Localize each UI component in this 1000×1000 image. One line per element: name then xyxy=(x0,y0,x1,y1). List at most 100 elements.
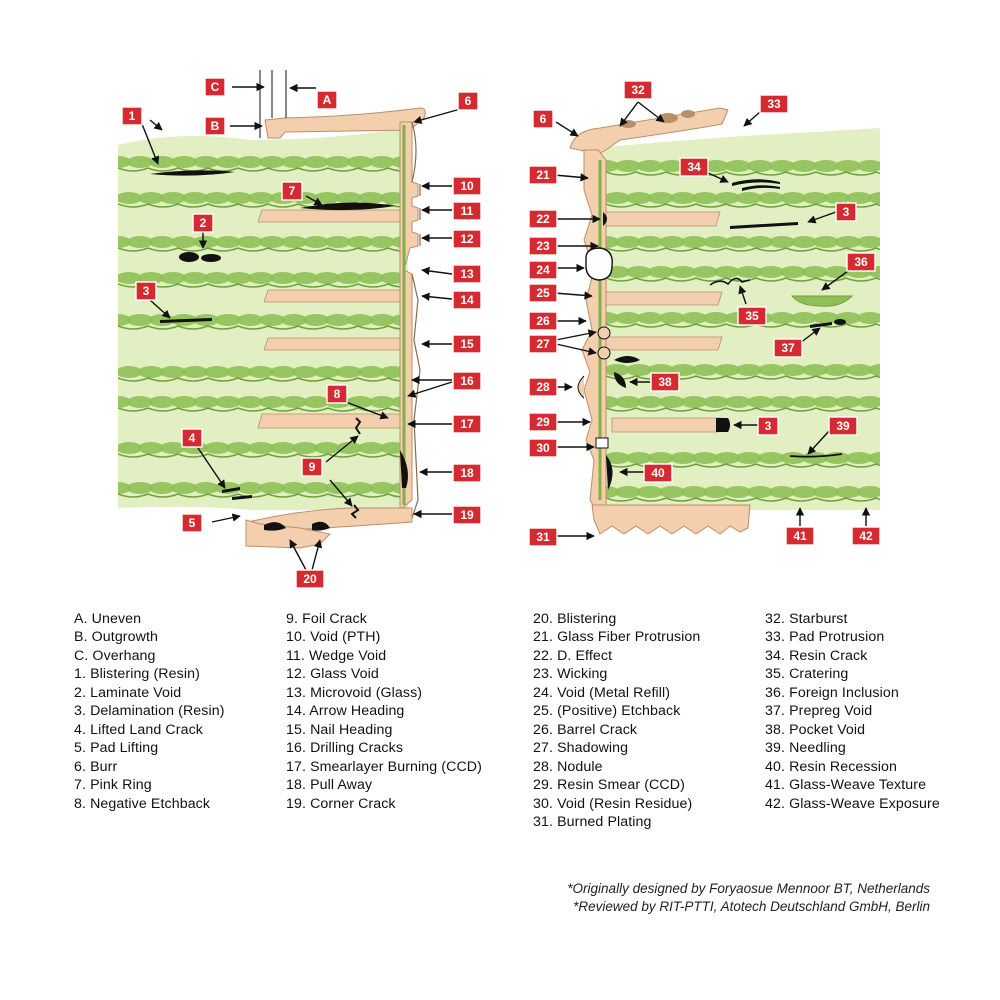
svg-text:26: 26 xyxy=(536,314,550,328)
tag-6-right: 6 xyxy=(533,110,553,128)
glass-fiber-bundle xyxy=(868,192,894,204)
metal-refill-void xyxy=(586,248,612,280)
tag-C: C xyxy=(205,78,225,96)
legend-item: B. Outgrowth xyxy=(74,628,225,646)
barrel-outer-wall xyxy=(412,122,420,518)
tag-31: 31 xyxy=(529,528,557,546)
legend-item: 23. Wicking xyxy=(533,665,700,683)
tag-26: 26 xyxy=(529,312,557,330)
legend-item: 22. D. Effect xyxy=(533,647,700,665)
tag-5: 5 xyxy=(182,514,202,532)
legend-item: 17. Smearlayer Burning (CCD) xyxy=(286,758,482,776)
glass-fiber-bundle xyxy=(857,312,883,324)
svg-text:3: 3 xyxy=(843,205,850,219)
tag-18: 18 xyxy=(453,464,481,482)
svg-text:35: 35 xyxy=(745,309,759,323)
svg-text:38: 38 xyxy=(658,375,672,389)
legend-item: 24. Void (Metal Refill) xyxy=(533,684,700,702)
tag-36: 36 xyxy=(847,253,875,271)
tag-14: 14 xyxy=(453,291,481,309)
legend-item: 42. Glass-Weave Exposure xyxy=(765,795,940,813)
tag-13: 13 xyxy=(453,265,481,283)
svg-text:8: 8 xyxy=(334,387,341,401)
legend-item: 41. Glass-Weave Texture xyxy=(765,776,940,794)
tag-25: 25 xyxy=(529,284,557,302)
legend-item: 34. Resin Crack xyxy=(765,647,940,665)
credit-line-2: *Reviewed by RIT-PTTI, Atotech Deutschla… xyxy=(480,898,930,916)
legend-item: 28. Nodule xyxy=(533,758,700,776)
tag-29: 29 xyxy=(529,413,557,431)
tag-8: 8 xyxy=(327,385,347,403)
legend-column-2: 9. Foil Crack 10. Void (PTH) 11. Wedge V… xyxy=(286,610,482,813)
shadowing-1 xyxy=(598,327,610,339)
svg-text:16: 16 xyxy=(460,374,474,388)
legend-item: 15. Nail Heading xyxy=(286,721,482,739)
tag-40: 40 xyxy=(644,464,672,482)
svg-text:41: 41 xyxy=(793,529,807,543)
legend-item: 13. Microvoid (Glass) xyxy=(286,684,482,702)
svg-text:21: 21 xyxy=(536,168,550,182)
legend-item: 33. Pad Protrusion xyxy=(765,628,940,646)
pcb-defect-diagram: 1 2 3 4 5 6 7 8 9 10 11 12 13 14 15 16 1… xyxy=(0,0,1000,600)
tag-39: 39 xyxy=(829,417,857,435)
svg-text:2: 2 xyxy=(200,216,207,230)
legend-item: 29. Resin Smear (CCD) xyxy=(533,776,700,794)
tag-28: 28 xyxy=(529,378,557,396)
tag-4: 4 xyxy=(182,429,202,447)
svg-text:29: 29 xyxy=(536,415,550,429)
tag-24: 24 xyxy=(529,261,557,279)
shadowing-2 xyxy=(598,347,610,359)
legend-item: 36. Foreign Inclusion xyxy=(765,684,940,702)
svg-text:A: A xyxy=(323,93,332,107)
svg-text:42: 42 xyxy=(859,529,873,543)
tag-2: 2 xyxy=(193,214,213,232)
svg-text:5: 5 xyxy=(189,516,196,530)
tag-20: 20 xyxy=(296,570,324,588)
legend-item: 30. Void (Resin Residue) xyxy=(533,795,700,813)
glass-fiber-bundle xyxy=(857,160,883,172)
svg-text:24: 24 xyxy=(536,263,550,277)
credit-line-1: *Originally designed by Foryaosue Mennoo… xyxy=(480,880,930,898)
legend-item: 9. Foil Crack xyxy=(286,610,482,628)
tag-17: 17 xyxy=(453,415,481,433)
tag-33: 33 xyxy=(760,95,788,113)
svg-text:36: 36 xyxy=(854,255,868,269)
svg-text:28: 28 xyxy=(536,380,550,394)
svg-text:15: 15 xyxy=(460,337,474,351)
svg-text:19: 19 xyxy=(460,508,474,522)
tag-3-right-b: 3 xyxy=(758,417,778,435)
svg-text:39: 39 xyxy=(836,419,850,433)
svg-text:30: 30 xyxy=(536,441,550,455)
tag-3-right-a: 3 xyxy=(836,203,856,221)
svg-text:31: 31 xyxy=(536,530,550,544)
legend-item: 20. Blistering xyxy=(533,610,700,628)
tag-12: 12 xyxy=(453,230,481,248)
legend-column-1: A. Uneven B. Outgrowth C. Overhang 1. Bl… xyxy=(74,610,225,813)
svg-text:3: 3 xyxy=(765,419,772,433)
svg-text:33: 33 xyxy=(767,97,781,111)
svg-text:4: 4 xyxy=(189,431,196,445)
legend-item: 12. Glass Void xyxy=(286,665,482,683)
tag-10: 10 xyxy=(453,177,481,195)
tag-11: 11 xyxy=(453,202,481,220)
glass-fiber-bundle xyxy=(857,396,883,408)
legend-item: 8. Negative Etchback xyxy=(74,795,225,813)
legend-item: 1. Blistering (Resin) xyxy=(74,665,225,683)
glass-fiber-bundle xyxy=(857,486,883,498)
tag-3: 3 xyxy=(136,282,156,300)
tag-16: 16 xyxy=(453,372,481,390)
svg-text:25: 25 xyxy=(536,286,550,300)
legend-item: 14. Arrow Heading xyxy=(286,702,482,720)
tag-9: 9 xyxy=(302,458,322,476)
glass-fiber-bundle xyxy=(868,452,894,464)
svg-text:34: 34 xyxy=(687,160,701,174)
legend-item: 4. Lifted Land Crack xyxy=(74,721,225,739)
legend-item: 18. Pull Away xyxy=(286,776,482,794)
tag-15: 15 xyxy=(453,335,481,353)
legend-item: A. Uneven xyxy=(74,610,225,628)
legend-item: 37. Prepreg Void xyxy=(765,702,940,720)
tag-21: 21 xyxy=(529,166,557,184)
svg-text:20: 20 xyxy=(303,572,317,586)
legend-item: 26. Barrel Crack xyxy=(533,721,700,739)
legend-item: 38. Pocket Void xyxy=(765,721,940,739)
